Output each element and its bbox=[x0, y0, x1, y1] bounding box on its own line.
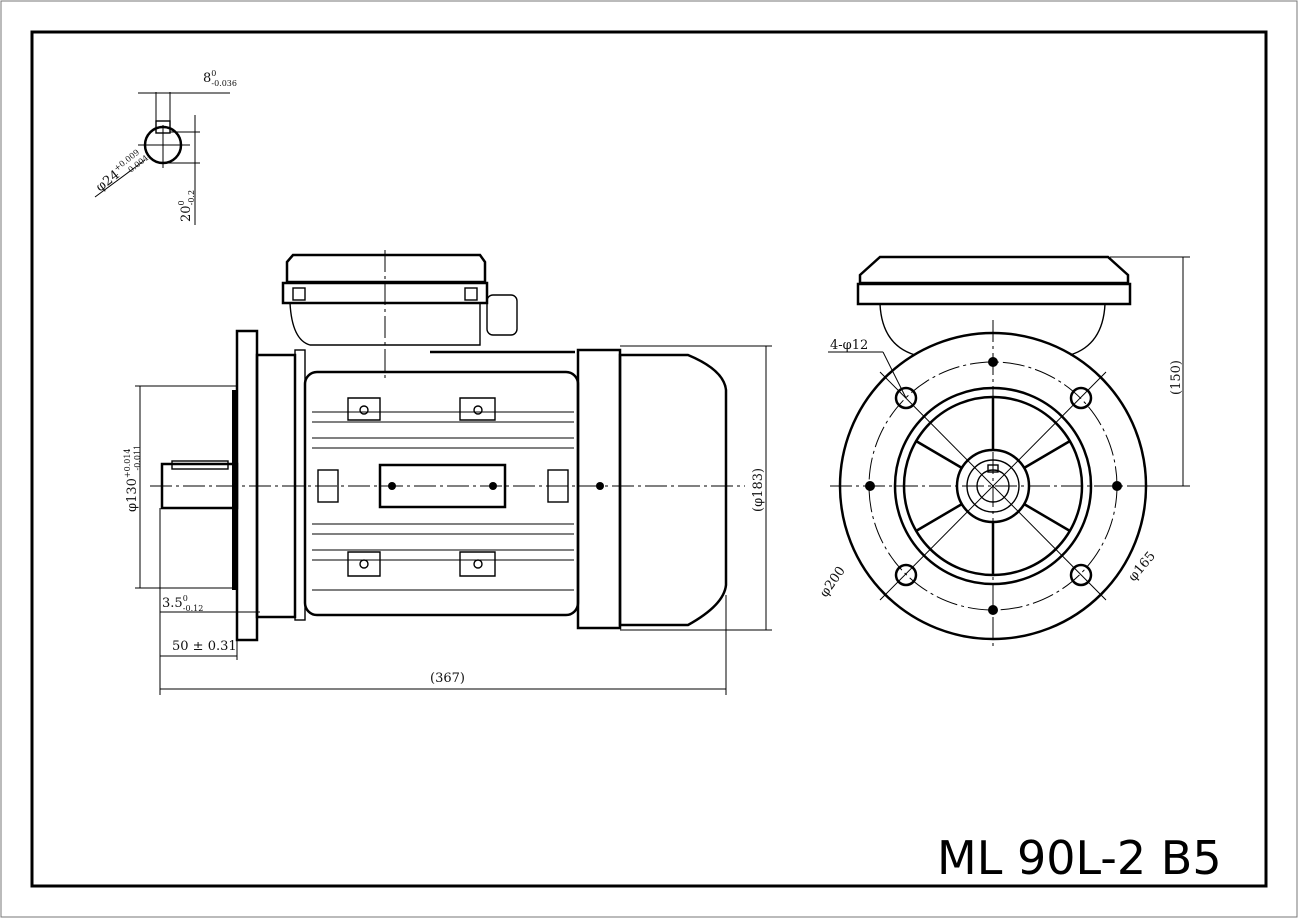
key-width-dim: 80-0.036 bbox=[203, 69, 237, 88]
shaft-section-detail: 80-0.036 φ24+0.009-0.004 200-0.2 bbox=[92, 69, 237, 225]
model-title: ML 90L-2 B5 bbox=[937, 831, 1222, 885]
flange-diameter-dim: φ200 bbox=[817, 564, 849, 600]
fan-cover bbox=[618, 353, 728, 627]
front-view: 4-φ12 (150) φ200 φ165 bbox=[817, 255, 1190, 650]
shaft-key bbox=[171, 460, 229, 470]
housing-diameter-dim: (φ183) bbox=[751, 468, 766, 512]
motor-housing bbox=[303, 370, 580, 617]
key-depth-dim: 200-0.2 bbox=[177, 190, 196, 222]
spigot-depth-dim: 3.50-0.12 bbox=[162, 594, 203, 613]
shaft-length-dim: 50 ± 0.31 bbox=[172, 639, 237, 654]
cooling-fins bbox=[312, 411, 574, 591]
terminal-box-top bbox=[858, 255, 1130, 285]
side-view: φ130+0.014-0.011 3.50-0.12 50 ± 0.31 (36… bbox=[123, 250, 772, 695]
terminal-box bbox=[281, 250, 575, 380]
nameplate bbox=[378, 463, 507, 509]
holes-dim: 4-φ12 bbox=[830, 338, 868, 353]
cable-gland bbox=[486, 294, 518, 336]
shaft-diameter-dim: φ24+0.009-0.004 bbox=[92, 146, 150, 197]
height-dim: (150) bbox=[1169, 360, 1184, 395]
spigot-diameter-dim: φ130+0.014-0.011 bbox=[123, 445, 142, 512]
overall-length-dim: (367) bbox=[430, 671, 465, 686]
mounting-holes bbox=[894, 386, 1093, 587]
drawing-frame bbox=[30, 30, 1268, 888]
lifting-lugs bbox=[347, 397, 496, 577]
